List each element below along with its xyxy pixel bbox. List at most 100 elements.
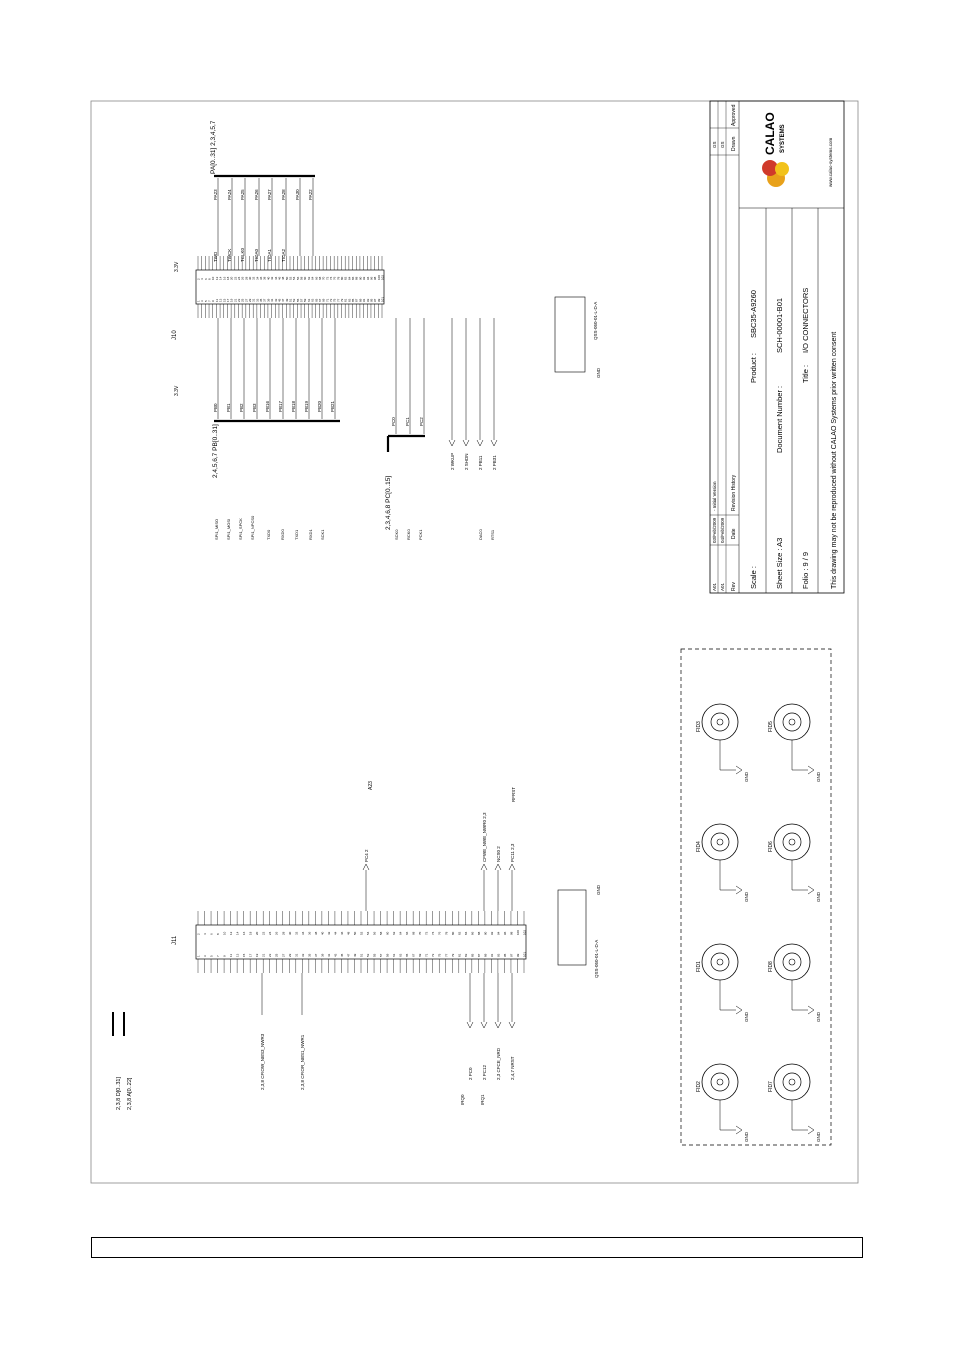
pin-number: 25 — [275, 953, 279, 957]
signal-label-tioa0: TIOA0 — [254, 248, 259, 262]
pin-number: 10 — [211, 276, 215, 280]
pin-number: 91 — [490, 953, 494, 957]
pin-number: 87 — [477, 953, 481, 957]
pin-number: 77 — [336, 298, 340, 302]
net-label-pb11: 2 PB11 — [478, 455, 483, 470]
pin-number: 8 — [208, 278, 212, 280]
net-label-pb20: PB20 — [317, 400, 322, 412]
pin-number: 71 — [425, 953, 429, 957]
signal-label-tclk0: TCLK0 — [240, 247, 245, 262]
pin-number: 23 — [237, 298, 241, 302]
port-arrow — [490, 439, 498, 447]
pin-number: 102 — [381, 275, 385, 280]
pin-number: 44 — [274, 276, 278, 280]
pin-number: 46 — [277, 276, 281, 280]
pin-number: 41 — [270, 298, 274, 302]
pin-number: 14 — [236, 931, 240, 935]
pin-number: 76 — [333, 276, 337, 280]
j11-bus-d: 2,3,8 D[0..31] — [116, 1077, 122, 1110]
pin-number: 61 — [392, 953, 396, 957]
pin-number: 79 — [451, 953, 455, 957]
pin-number: 94 — [366, 276, 370, 280]
pin-number: 82 — [457, 931, 461, 935]
pin-number: 50 — [285, 276, 289, 280]
pin-number: 46 — [340, 931, 344, 935]
pin-number: 65 — [314, 298, 318, 302]
pin-number: 86 — [470, 931, 474, 935]
pin-number: 7 — [216, 955, 220, 957]
pin-number: 100 — [516, 930, 520, 935]
fiducial-label: FID7 — [768, 1081, 774, 1092]
pin-number: 101 — [381, 297, 385, 302]
initials-1: GS — [712, 141, 717, 148]
j10-supply-left: 3.3V — [174, 385, 180, 396]
j10-bus-pc: 2,3,4,6,8 PC[0..15] — [385, 476, 392, 530]
revision-history-label: Revision History — [731, 474, 737, 511]
j11-gnd: GND — [596, 884, 601, 895]
pin-number: 64 — [311, 276, 315, 280]
pin-number: 27 — [281, 953, 285, 957]
j11-annot-rfrst: RFRST — [511, 787, 516, 802]
net-label-nrst: 2,4,7 NRST — [510, 1056, 515, 1080]
pin-number: 88 — [477, 931, 481, 935]
pin-number: 2 — [197, 933, 201, 935]
date-header: Date — [731, 528, 737, 539]
pin-number: 93 — [366, 298, 370, 302]
rev-row-2-rev: A01 — [720, 582, 725, 591]
pin-number: 100 — [377, 275, 381, 280]
pin-number: 45 — [277, 298, 281, 302]
pin-number: 66 — [314, 276, 318, 280]
net-label-pc1: PC1 — [405, 417, 410, 426]
pin-number: 52 — [289, 276, 293, 280]
signal-label-rxd1: RXD1 — [308, 529, 313, 540]
pin-number: 36 — [259, 276, 263, 280]
pin-number: 43 — [333, 953, 337, 957]
pin-number: 70 — [322, 276, 326, 280]
pin-number: 84 — [347, 276, 351, 280]
net-label-pb3: PB3 — [252, 403, 257, 412]
pin-number: 75 — [438, 953, 442, 957]
signal-label-spi1_miso: SPI1_MISO — [214, 519, 219, 540]
pin-number: 99 — [377, 298, 381, 302]
pin-number: 97 — [373, 298, 377, 302]
pin-number: 25 — [241, 298, 245, 302]
pin-number: 89 — [358, 298, 362, 302]
gnd-label: GND — [816, 1011, 821, 1022]
rev-header: Rev — [731, 582, 737, 591]
pin-number: 11 — [215, 299, 219, 302]
pin-number: 76 — [438, 931, 442, 935]
fiducial-label: FID6 — [768, 841, 774, 852]
pin-number: 65 — [405, 953, 409, 957]
calao-logo: CALAO SYSTEMS www.calao-systems.com — [762, 112, 833, 187]
pin-number: 34 — [255, 276, 259, 280]
pin-number: 15 — [222, 298, 226, 302]
gnd-label: GND — [816, 891, 821, 902]
pin-number: 98 — [509, 931, 513, 935]
pin-number: 31 — [252, 298, 256, 302]
net-label-pa30: PA30 — [295, 189, 300, 200]
net-label-pc2: PC2 — [419, 417, 424, 426]
pin-number: 28 — [281, 931, 285, 935]
pin-number: 29 — [248, 298, 252, 302]
pin-number: 33 — [301, 953, 305, 957]
pin-number: 6 — [204, 278, 208, 280]
pin-number: 72 — [325, 276, 329, 280]
rev-row-1-desc: - Initial Version — [712, 481, 717, 511]
j10-gnd: GND — [596, 367, 601, 378]
logo-sub: SYSTEMS — [780, 124, 786, 153]
pin-number: 81 — [344, 298, 348, 302]
pin-number: 28 — [244, 276, 248, 280]
gnd-label: GND — [744, 891, 749, 902]
signal-label-twd: TWD — [213, 251, 218, 262]
pin-number: 82 — [344, 276, 348, 280]
pin-number: 55 — [373, 953, 377, 957]
pin-number: 74 — [329, 276, 333, 280]
pin-number: 37 — [314, 953, 318, 957]
j11-connector: J11 214365871091211141316151817201922212… — [112, 781, 601, 1110]
pin-number: 57 — [379, 953, 383, 957]
pin-number: 44 — [333, 931, 337, 935]
